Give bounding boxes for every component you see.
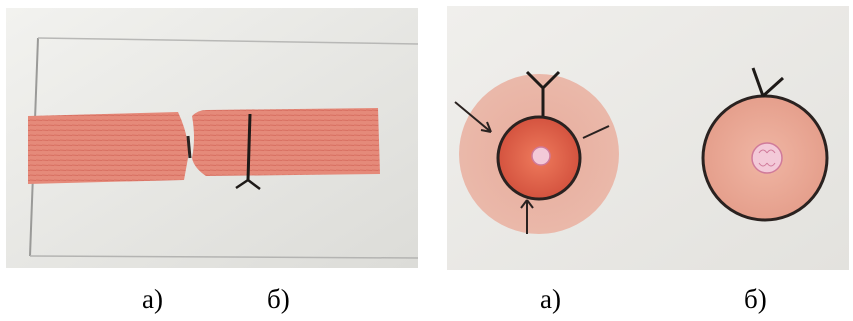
constriction-mark xyxy=(188,136,190,158)
fiber-segment-left xyxy=(28,112,188,184)
caption-right-a: а) xyxy=(540,286,561,313)
caption-left-a: а) xyxy=(142,286,163,313)
vertical-line xyxy=(248,114,250,180)
caption-right-b: б) xyxy=(744,286,767,313)
photo-right-cross-section-drawing xyxy=(447,6,849,270)
nucleus-a xyxy=(532,147,550,165)
fiber-segment-right xyxy=(192,108,380,176)
nucleus-b xyxy=(752,143,782,173)
photo-left-fiber-drawing xyxy=(6,8,418,268)
caption-left-b: б) xyxy=(267,286,290,313)
